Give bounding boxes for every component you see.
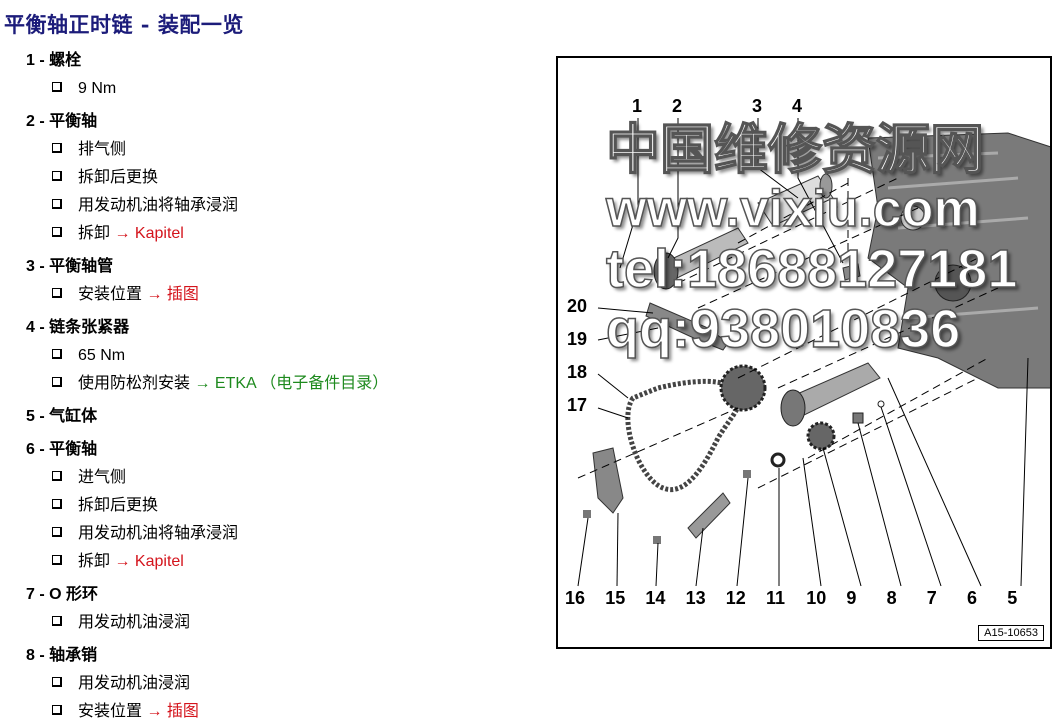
part-section: 6 - 平衡轴进气侧拆卸后更换用发动机油将轴承浸润拆卸 → Kapitel [26, 436, 556, 576]
part-heading: 2 - 平衡轴 [26, 113, 98, 130]
part-heading: 4 - 链条张紧器 [26, 319, 130, 336]
etka-link[interactable]: → ETKA [194, 375, 256, 392]
callout-number: 12 [725, 588, 746, 608]
callout-number: 11 [766, 588, 786, 608]
bullet-square-icon [52, 81, 62, 92]
callout-number: 13 [685, 588, 706, 608]
callout-number: 9 [846, 588, 857, 608]
part-note: 拆卸 → Kapitel [26, 548, 556, 576]
note-text: 拆卸 [78, 225, 111, 242]
bullet-square-icon [52, 470, 62, 481]
part-section: 5 - 气缸体 [26, 403, 556, 431]
part-section: 2 - 平衡轴排气侧拆卸后更换用发动机油将轴承浸润拆卸 → Kapitel [26, 108, 556, 248]
part-note: 用发动机油浸润 [26, 609, 556, 637]
bullet-square-icon [52, 170, 62, 181]
note-text: 进气侧 [78, 469, 127, 486]
bullet-square-icon [52, 615, 62, 626]
reference-link[interactable]: → 插图 [146, 703, 199, 720]
note-text: 安装位置 [78, 703, 143, 720]
part-heading: 3 - 平衡轴管 [26, 258, 114, 275]
note-text: 用发动机油浸润 [78, 675, 191, 692]
bullet-square-icon [52, 704, 62, 715]
bullet-square-icon [52, 554, 62, 565]
etka-note: （电子备件目录） [260, 375, 389, 392]
note-text: 65 Nm [78, 347, 126, 364]
part-note: 排气侧 [26, 136, 556, 164]
bullet-square-icon [52, 526, 62, 537]
callout-number: 19 [567, 329, 588, 349]
part-note: 65 Nm [26, 342, 556, 370]
note-text: 用发动机油浸润 [78, 614, 191, 631]
part-heading: 6 - 平衡轴 [26, 441, 98, 458]
note-text: 用发动机油将轴承浸润 [78, 197, 239, 214]
bullet-square-icon [52, 226, 62, 237]
callout-number: 16 [565, 588, 586, 608]
bullet-square-icon [52, 376, 62, 387]
bullet-square-icon [52, 198, 62, 209]
part-heading: 7 - O 形环 [26, 586, 99, 603]
reference-link[interactable]: → Kapitel [114, 225, 184, 242]
part-note: 拆卸 → Kapitel [26, 220, 556, 248]
part-note: 用发动机油浸润 [26, 670, 556, 698]
diagram-drawing [577, 118, 1050, 587]
callout-number: 18 [567, 362, 588, 382]
part-note: 用发动机油将轴承浸润 [26, 192, 556, 220]
callout-number: 10 [806, 588, 827, 608]
reference-link[interactable]: → Kapitel [114, 553, 184, 570]
bullet-square-icon [52, 498, 62, 509]
note-text: 拆卸 [78, 553, 111, 570]
part-section: 8 - 轴承销用发动机油浸润安装位置 → 插图 [26, 642, 556, 726]
note-text: 排气侧 [78, 141, 127, 158]
callout-number: 6 [967, 588, 978, 608]
part-heading: 8 - 轴承销 [26, 647, 98, 664]
note-text: 用发动机油将轴承浸润 [78, 525, 239, 542]
callout-number: 8 [886, 588, 897, 608]
bullet-square-icon [52, 142, 62, 153]
part-section: 4 - 链条张紧器 65 Nm 使用防松剂安装 → ETKA （电子备件目录） [26, 314, 556, 398]
callout-number: 17 [567, 395, 588, 415]
bullet-square-icon [52, 287, 62, 298]
callout-number: 15 [605, 588, 626, 608]
note-text: 拆卸后更换 [78, 497, 159, 514]
bullet-square-icon [52, 676, 62, 687]
figure-id: A15-10653 [978, 625, 1044, 641]
part-note: 使用防松剂安装 → ETKA （电子备件目录） [26, 370, 556, 398]
part-note: 进气侧 [26, 464, 556, 492]
part-note: 拆卸后更换 [26, 164, 556, 192]
sprocket [719, 364, 767, 412]
callout-number: 1 [632, 96, 643, 116]
cylinder-block [867, 132, 1050, 389]
part-section: 3 - 平衡轴管安装位置 → 插图 [26, 253, 556, 309]
callout-number: 5 [1007, 588, 1018, 608]
callout-number: 2 [672, 96, 683, 116]
callout-number: 3 [752, 96, 763, 116]
callout-number: 7 [926, 588, 937, 608]
reference-link[interactable]: → 插图 [146, 286, 199, 303]
page-title: 平衡轴正时链 - 装配一览 [4, 12, 244, 37]
part-note: 用发动机油将轴承浸润 [26, 520, 556, 548]
part-note: 9 Nm [26, 75, 556, 103]
part-note: 安装位置 → 插图 [26, 698, 556, 726]
balance-shaft-tube [757, 175, 834, 227]
note-text: 拆卸后更换 [78, 169, 159, 186]
note-text: 9 Nm [78, 80, 117, 97]
part-note: 拆卸后更换 [26, 492, 556, 520]
part-section: 7 - O 形环用发动机油浸润 [26, 581, 556, 637]
note-text: 使用防松剂安装 [78, 375, 191, 392]
part-section: 1 - 螺栓 9 Nm [26, 47, 556, 103]
bullet-square-icon [52, 348, 62, 359]
note-text: 安装位置 [78, 286, 143, 303]
callout-number: 14 [645, 588, 666, 608]
part-note: 安装位置 → 插图 [26, 281, 556, 309]
callout-number: 20 [567, 296, 588, 316]
timing-chain [625, 378, 742, 493]
part-heading: 1 - 螺栓 [26, 52, 82, 69]
callout-number: 4 [792, 96, 803, 116]
part-heading: 5 - 气缸体 [26, 408, 98, 425]
